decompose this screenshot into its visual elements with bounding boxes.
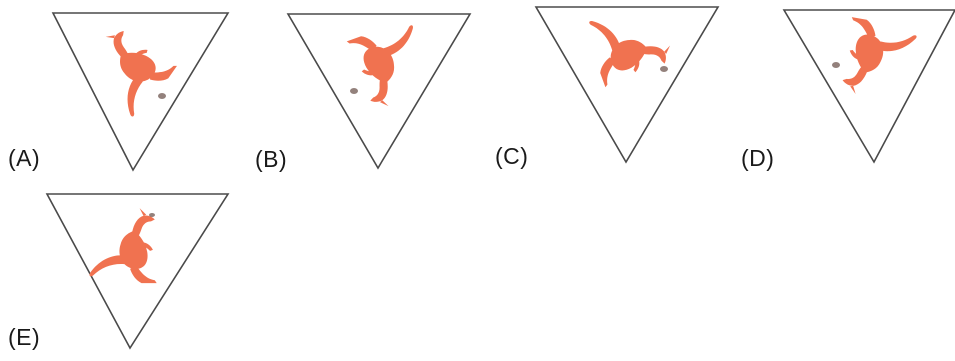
triangle-frame-e	[45, 193, 230, 350]
option-b-label[interactable]: (B)	[255, 146, 288, 172]
option-c-diagram	[534, 0, 720, 164]
kangaroo-icon	[838, 17, 919, 103]
option-e-diagram	[45, 193, 230, 350]
kangaroo-eye-mark	[158, 93, 166, 99]
kangaroo-eye-mark	[660, 66, 668, 72]
option-c-label[interactable]: (C)	[495, 143, 529, 169]
option-e-label[interactable]: (E)	[8, 324, 41, 350]
option-b-diagram	[286, 13, 472, 170]
kangaroo-eye-mark	[149, 213, 155, 217]
option-a-diagram	[51, 12, 230, 172]
triangle-frame-b	[286, 13, 472, 170]
triangle-frame-d	[782, 9, 955, 164]
option-a-label[interactable]: (A)	[8, 145, 41, 171]
kangaroo-eye-mark	[832, 62, 840, 68]
triangle-frame-a	[51, 12, 230, 172]
option-d-diagram	[782, 9, 955, 164]
kangaroo-eye-mark	[350, 88, 358, 94]
kangaroo-icon	[346, 18, 436, 112]
kangaroo-icon	[76, 22, 177, 122]
option-d-label[interactable]: (D)	[741, 145, 775, 171]
triangle-frame-c	[534, 6, 720, 164]
kangaroo-icon	[582, 0, 676, 88]
kangaroo-icon	[89, 208, 157, 284]
